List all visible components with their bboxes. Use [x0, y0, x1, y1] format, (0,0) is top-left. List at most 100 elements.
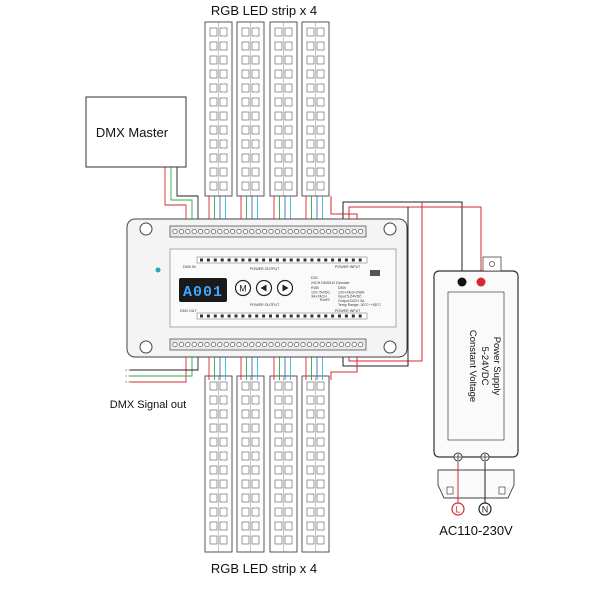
port-pin	[344, 258, 348, 262]
led-chip	[241, 111, 250, 121]
led-chip	[316, 381, 325, 391]
top-terminal-block	[172, 229, 364, 235]
terminal-screw	[198, 229, 204, 235]
led-strip	[204, 21, 233, 197]
led-chip	[251, 507, 260, 517]
led-chip	[241, 125, 250, 135]
bottom-terminal-block	[172, 341, 364, 347]
port-pin	[358, 314, 362, 318]
signal-stub	[125, 369, 130, 383]
terminal-screw	[262, 341, 268, 347]
mount-hole	[139, 222, 153, 236]
led-chip	[274, 437, 283, 447]
led-chip	[241, 395, 250, 405]
led-chip	[219, 423, 228, 433]
led-chip	[274, 507, 283, 517]
led-chip	[316, 395, 325, 405]
led-chip	[251, 535, 260, 545]
led-chip	[316, 535, 325, 545]
led-chip	[241, 535, 250, 545]
bottom-led-strips	[204, 375, 330, 553]
port-pin	[269, 314, 272, 318]
led-chip	[306, 125, 315, 135]
led-chip	[274, 83, 283, 93]
port-pin	[331, 258, 335, 262]
led-chip	[316, 493, 325, 503]
ps-terminal-positive	[476, 277, 486, 287]
ps-line3: Constant Voltage	[467, 330, 478, 402]
terminal-screw	[274, 229, 280, 235]
led-chip	[306, 507, 315, 517]
led-chip	[274, 139, 283, 149]
right-arrow-button[interactable]	[276, 279, 294, 297]
led-chip	[306, 493, 315, 503]
led-chip	[284, 493, 293, 503]
led-chip	[209, 139, 218, 149]
terminal-screw	[185, 341, 191, 347]
port-pin	[303, 314, 307, 318]
port-pin	[269, 258, 272, 262]
led-chip	[306, 167, 315, 177]
port-pin	[324, 314, 328, 318]
led-chip	[209, 409, 218, 419]
port-pin	[213, 314, 217, 318]
led-chip	[316, 423, 325, 433]
led-chip	[306, 479, 315, 489]
led-chip	[219, 125, 228, 135]
m-button[interactable]: M	[234, 279, 252, 297]
port-pin	[220, 314, 224, 318]
led-chip	[316, 521, 325, 531]
led-chip	[316, 111, 325, 121]
terminal-screw	[306, 341, 312, 347]
port-pin	[200, 258, 203, 262]
led-chip	[316, 181, 325, 191]
terminal-n: N	[478, 502, 492, 516]
led-chip	[209, 493, 218, 503]
wire	[330, 348, 358, 380]
port-pin	[213, 258, 217, 262]
led-chip	[241, 521, 250, 531]
terminal-screw	[300, 341, 306, 347]
terminal-screw	[255, 341, 261, 347]
power-output-top-label: POWER OUTPUT	[250, 267, 280, 271]
brand-logo	[370, 270, 380, 276]
led-chip	[241, 423, 250, 433]
led-chip	[284, 395, 293, 405]
led-chip	[274, 27, 283, 37]
model-label: D24	[311, 276, 318, 280]
led-chip	[306, 27, 315, 37]
terminal-n-label: N	[482, 505, 489, 515]
terminal-screw	[178, 229, 184, 235]
terminal-screw	[345, 341, 351, 347]
led-chip	[241, 69, 250, 79]
left-arrow-button[interactable]	[255, 279, 273, 297]
led-chip	[284, 69, 293, 79]
led-chip	[284, 153, 293, 163]
led-chip	[306, 139, 315, 149]
port-pin	[331, 314, 335, 318]
port-pin	[275, 314, 279, 318]
port-pin	[227, 314, 231, 318]
port-pin	[296, 258, 300, 262]
led-chip	[209, 69, 218, 79]
led-chip	[306, 181, 315, 191]
led-display	[179, 278, 227, 302]
led-chip	[209, 83, 218, 93]
port-pin	[310, 258, 314, 262]
spec-line: RGB	[311, 286, 319, 290]
led-chip	[209, 27, 218, 37]
spec-line: 3A×24CH	[311, 295, 327, 299]
terminal-screw	[178, 341, 184, 347]
led-strip	[269, 375, 298, 553]
wire	[170, 167, 193, 228]
led-chip	[274, 479, 283, 489]
port-pin	[282, 258, 286, 262]
terminal-screw	[230, 341, 236, 347]
led-chip	[316, 437, 325, 447]
led-chip	[316, 451, 325, 461]
led-chip	[209, 125, 218, 135]
terminal-screw	[358, 229, 364, 235]
led-chip	[316, 465, 325, 475]
led-chip	[241, 181, 250, 191]
terminal-l: L	[451, 502, 465, 516]
